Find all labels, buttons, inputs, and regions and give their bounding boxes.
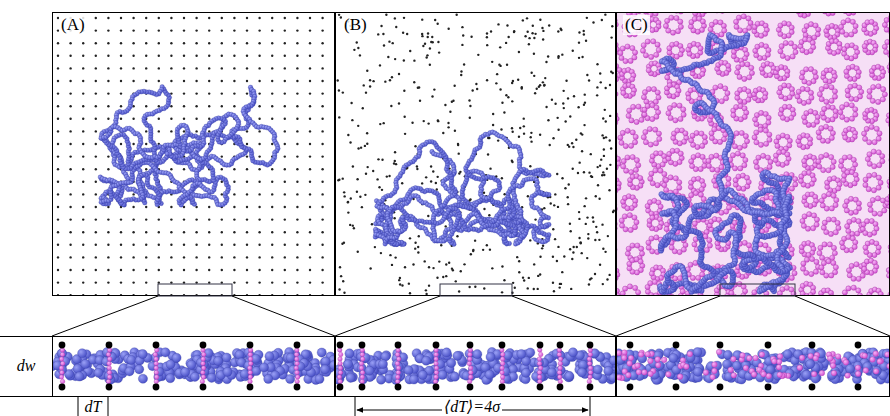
strip-border [336,337,616,397]
dimension-label: dw [15,357,38,375]
dimension-line [0,336,52,337]
channel-slice [335,342,616,391]
panel-border [617,13,890,296]
dimension-label: dT [83,398,104,416]
panel-label: (A) [59,15,87,35]
polymer-chain [373,130,551,247]
polymer-chain [657,32,792,295]
dimension-line [0,396,52,397]
figure-panel: (A) [52,12,335,296]
zoom-line [512,296,616,336]
dimension-line [78,397,79,416]
panel-label: (C) [623,15,650,35]
dimension-line [108,397,109,416]
zoom-line [335,296,440,336]
polymer-chain [98,85,280,208]
channel-slice [616,342,890,391]
zoom-line [52,296,158,336]
dimension-line [590,397,591,416]
figure-panel: (B) [335,12,616,296]
strip-border [617,337,890,397]
zoom-line [232,296,335,336]
zoom-line [795,296,890,336]
panel-border [53,13,335,296]
zoom-box [440,284,512,296]
random-obstacles [337,13,616,295]
square-lattice [57,17,324,296]
zoom-box [158,284,232,296]
dimension-label: ⟨dT⟩=4σ [442,397,502,416]
strip-border [53,337,335,397]
zoom-box [720,284,795,296]
channel-slice [52,342,335,391]
dimension-line [355,397,356,416]
panel-label: (B) [342,15,369,35]
figure-panel: (C) [616,12,890,296]
ring-polymers [616,12,890,296]
panel-border [336,13,616,296]
zoom-line [616,296,720,336]
